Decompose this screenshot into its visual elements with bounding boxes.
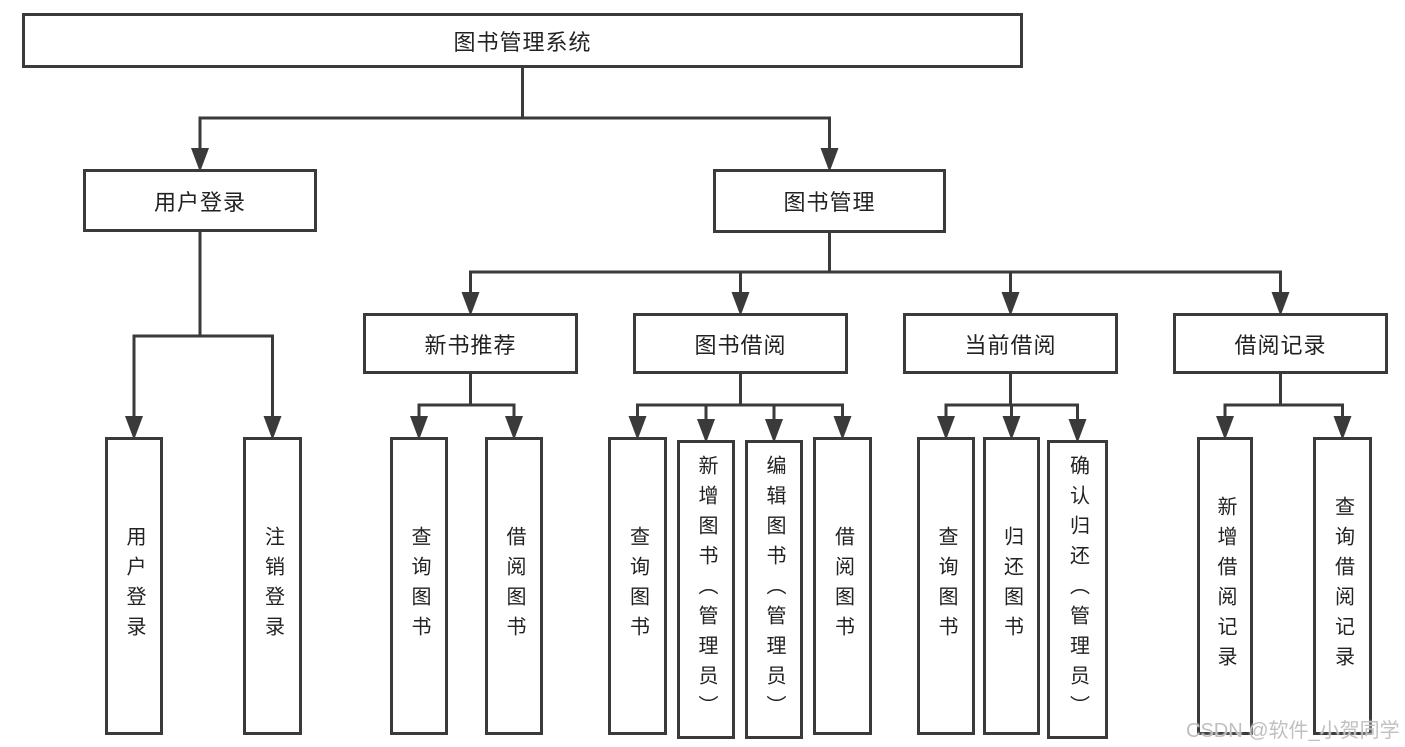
arrowhead-icon: [765, 419, 783, 443]
node-nb-borrow-book: 借阅图书: [485, 437, 543, 735]
arrowhead-icon: [833, 416, 852, 440]
node-borrow-record: 借阅记录: [1173, 313, 1388, 374]
arrowhead-icon: [1216, 416, 1234, 440]
arrowhead-icon: [937, 416, 955, 440]
arrowhead-icon: [125, 416, 143, 440]
node-cb-query-book: 查询图书: [917, 437, 975, 735]
arrowhead-icon: [461, 292, 480, 316]
arrowhead-icon: [1068, 419, 1087, 443]
node-leaf-logout: 注销登录: [243, 437, 302, 735]
arrowhead-icon: [505, 416, 523, 440]
node-label: 查询借阅记录: [1331, 496, 1354, 676]
node-root: 图书管理系统: [22, 13, 1023, 68]
arrowhead-icon: [1271, 292, 1290, 316]
node-bb-add-book: 新增图书（管理员）: [677, 440, 735, 739]
node-nb-query-book: 查询图书: [390, 437, 448, 735]
node-label: 查询图书: [408, 526, 430, 646]
arrowhead-icon: [1002, 416, 1021, 440]
node-leaf-user-login: 用户登录: [105, 437, 163, 735]
node-bb-borrow-book: 借阅图书: [813, 437, 872, 735]
node-cb-return-book: 归还图书: [983, 437, 1040, 735]
arrowhead-icon: [263, 416, 282, 440]
node-bb-edit-book: 编辑图书（管理员）: [745, 440, 803, 739]
node-new-book-rec: 新书推荐: [363, 313, 578, 374]
arrowhead-icon: [820, 148, 839, 172]
arrowhead-icon: [191, 148, 209, 172]
node-label: 查询图书: [935, 526, 957, 646]
arrowhead-icon: [731, 292, 750, 316]
node-label: 用户登录: [153, 189, 246, 215]
node-book-borrow: 图书借阅: [633, 313, 848, 374]
node-current-borrow: 当前借阅: [903, 313, 1118, 374]
node-label: 图书借阅: [694, 332, 787, 358]
arrowhead-icon: [1001, 292, 1020, 316]
node-label: 当前借阅: [964, 332, 1057, 358]
node-bb-query-book: 查询图书: [608, 437, 667, 735]
node-label: 借阅记录: [1234, 332, 1327, 358]
node-label: 编辑图书（管理员）: [763, 454, 785, 725]
node-label: 新书推荐: [424, 332, 517, 358]
arrowhead-icon: [410, 416, 428, 440]
node-user-login: 用户登录: [83, 169, 317, 232]
node-label: 注销登录: [261, 526, 284, 646]
node-label: 新增图书（管理员）: [695, 454, 717, 725]
node-label: 用户登录: [123, 526, 145, 646]
arrowhead-icon: [697, 419, 715, 443]
node-label: 归还图书: [1000, 526, 1023, 646]
node-label: 图书管理: [783, 190, 876, 215]
arrowhead-icon: [628, 416, 647, 440]
node-book-mgmt: 图书管理: [713, 169, 946, 233]
node-label: 借阅图书: [831, 526, 854, 646]
node-br-add-record: 新增借阅记录: [1197, 437, 1253, 735]
node-br-query-record: 查询借阅记录: [1313, 437, 1372, 735]
node-label: 查询图书: [626, 526, 649, 646]
node-label: 借阅图书: [503, 526, 525, 646]
node-label: 图书管理系统: [453, 29, 592, 55]
watermark: CSDN @软件_小贺同学: [1186, 720, 1400, 742]
node-label: 新增借阅记录: [1214, 496, 1236, 676]
arrowhead-icon: [1333, 416, 1352, 440]
node-label: 确认归还（管理员）: [1066, 454, 1089, 725]
node-cb-confirm: 确认归还（管理员）: [1047, 440, 1108, 739]
